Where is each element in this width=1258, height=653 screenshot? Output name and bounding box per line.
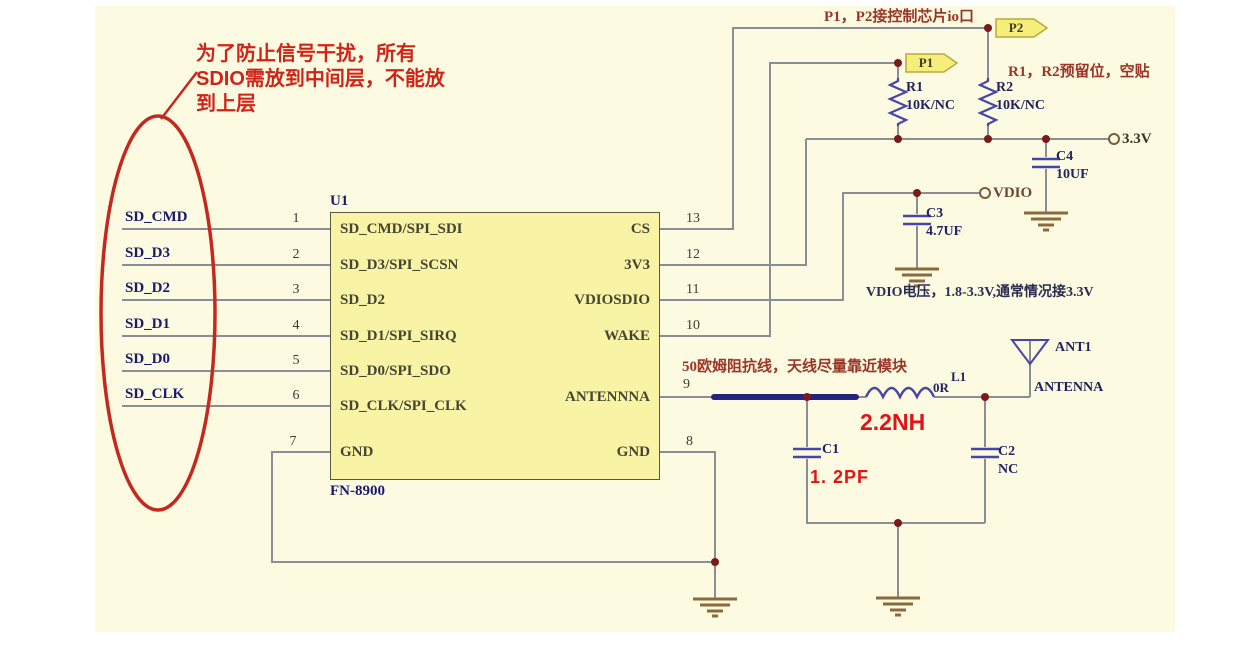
r1r2-note: R1，R2预留位，空贴 bbox=[1008, 64, 1150, 80]
vdio-voltage-note: VDIO电压，1.8-3.3V,通常情况接3.3V bbox=[866, 285, 1094, 300]
c1-refdes: C1 bbox=[822, 442, 840, 457]
pin-number-4: 4 bbox=[292, 318, 300, 333]
net-label-sd-cmd: SD_CMD bbox=[125, 209, 188, 225]
ant1-refdes: ANT1 bbox=[1055, 340, 1092, 355]
l1-note-value: 2.2NH bbox=[860, 409, 926, 435]
r1-value: 10K/NC bbox=[906, 98, 955, 113]
c4-refdes: C4 bbox=[1056, 149, 1074, 164]
c4-value: 10UF bbox=[1056, 167, 1089, 182]
highlight-ellipse bbox=[99, 71, 217, 512]
pin-number-11: 11 bbox=[686, 282, 700, 297]
ic-pin-label-gnd-left: GND bbox=[340, 444, 374, 460]
ic-pin-label-gnd-right: GND bbox=[616, 444, 650, 460]
power-terminal-circles bbox=[979, 133, 1120, 199]
r1-refdes: R1 bbox=[906, 80, 924, 95]
pin-number-6: 6 bbox=[292, 388, 300, 403]
junction-dots bbox=[711, 24, 1050, 566]
port-flag-p1-label: P1 bbox=[918, 55, 934, 70]
inductor-l1-symbol bbox=[864, 386, 936, 400]
pin-number-1: 1 bbox=[292, 211, 300, 226]
net-label-sd-d0: SD_D0 bbox=[125, 351, 171, 367]
pin-number-5: 5 bbox=[292, 353, 300, 368]
pin-number-10: 10 bbox=[686, 318, 700, 333]
ic-pin-label-antennna: ANTENNNA bbox=[564, 389, 650, 405]
l1-refdes: L1 bbox=[951, 369, 967, 384]
power-label-3v3: 3.3V bbox=[1122, 131, 1152, 147]
p1p2-note: P1，P2接控制芯片io口 bbox=[824, 9, 974, 25]
net-label-sd-d1: SD_D1 bbox=[125, 316, 171, 332]
ic-part-number: FN-8900 bbox=[330, 483, 385, 499]
ic-body-fn8900 bbox=[330, 212, 660, 480]
r2-value: 10K/NC bbox=[996, 98, 1045, 113]
rf-impedance-note: 50欧姆阻抗线，天线尽量靠近模块 bbox=[682, 359, 908, 375]
pin-number-2: 2 bbox=[292, 247, 300, 262]
port-flag-p2-label: P2 bbox=[1008, 20, 1024, 35]
power-label-vdio: VDIO bbox=[993, 185, 1033, 201]
pin-number-9: 9 bbox=[683, 377, 690, 392]
ic-pin-label-vdiosdio: VDIOSDIO bbox=[574, 292, 650, 308]
c1-value: 1. 2PF bbox=[810, 467, 870, 487]
ic-pin-label-sd-d1: SD_D1/SPI_SIRQ bbox=[340, 328, 457, 344]
ic-pin-label-3v3: 3V3 bbox=[624, 257, 650, 273]
c2-value: NC bbox=[998, 462, 1019, 477]
ic-pin-label-wake: WAKE bbox=[604, 328, 650, 344]
net-label-sd-d2: SD_D2 bbox=[125, 280, 171, 296]
ic-pin-label-cs: CS bbox=[630, 221, 650, 237]
net-label-sd-d3: SD_D3 bbox=[125, 245, 171, 261]
c2-refdes: C2 bbox=[998, 444, 1016, 459]
ground-symbols bbox=[693, 211, 1068, 618]
resistor-r1-symbol bbox=[887, 78, 909, 126]
ic-refdes: U1 bbox=[330, 193, 349, 209]
ic-pin-label-sd-d0: SD_D0/SPI_SDO bbox=[340, 363, 451, 379]
r2-refdes: R2 bbox=[996, 80, 1014, 95]
port-flags bbox=[905, 18, 1049, 73]
pin-number-13: 13 bbox=[686, 211, 700, 226]
ic-pin-label-sd-cmd: SD_CMD/SPI_SDI bbox=[340, 221, 463, 237]
pin-number-8: 8 bbox=[686, 434, 693, 449]
ic-pin-label-sd-d2: SD_D2 bbox=[340, 292, 386, 308]
ic-pin-label-sd-clk: SD_CLK/SPI_CLK bbox=[340, 398, 467, 414]
net-label-sd-clk: SD_CLK bbox=[125, 386, 185, 402]
resistor-r2-symbol bbox=[977, 78, 999, 126]
capacitor-symbols bbox=[793, 157, 1060, 459]
c3-value: 4.7UF bbox=[926, 224, 963, 239]
ant1-label: ANTENNA bbox=[1034, 380, 1104, 395]
pin-number-3: 3 bbox=[292, 282, 300, 297]
ic-pin-label-sd-d3: SD_D3/SPI_SCSN bbox=[340, 257, 459, 273]
c3-refdes: C3 bbox=[926, 206, 944, 221]
pin-number-12: 12 bbox=[686, 247, 700, 262]
sdio-layer-note: 为了防止信号干扰，所有 SDIO需放到中间层，不能放 到上层 bbox=[196, 43, 445, 115]
l1-value: 0R bbox=[933, 380, 949, 395]
antenna-icon bbox=[1010, 339, 1050, 366]
pin-number-7: 7 bbox=[289, 434, 297, 449]
